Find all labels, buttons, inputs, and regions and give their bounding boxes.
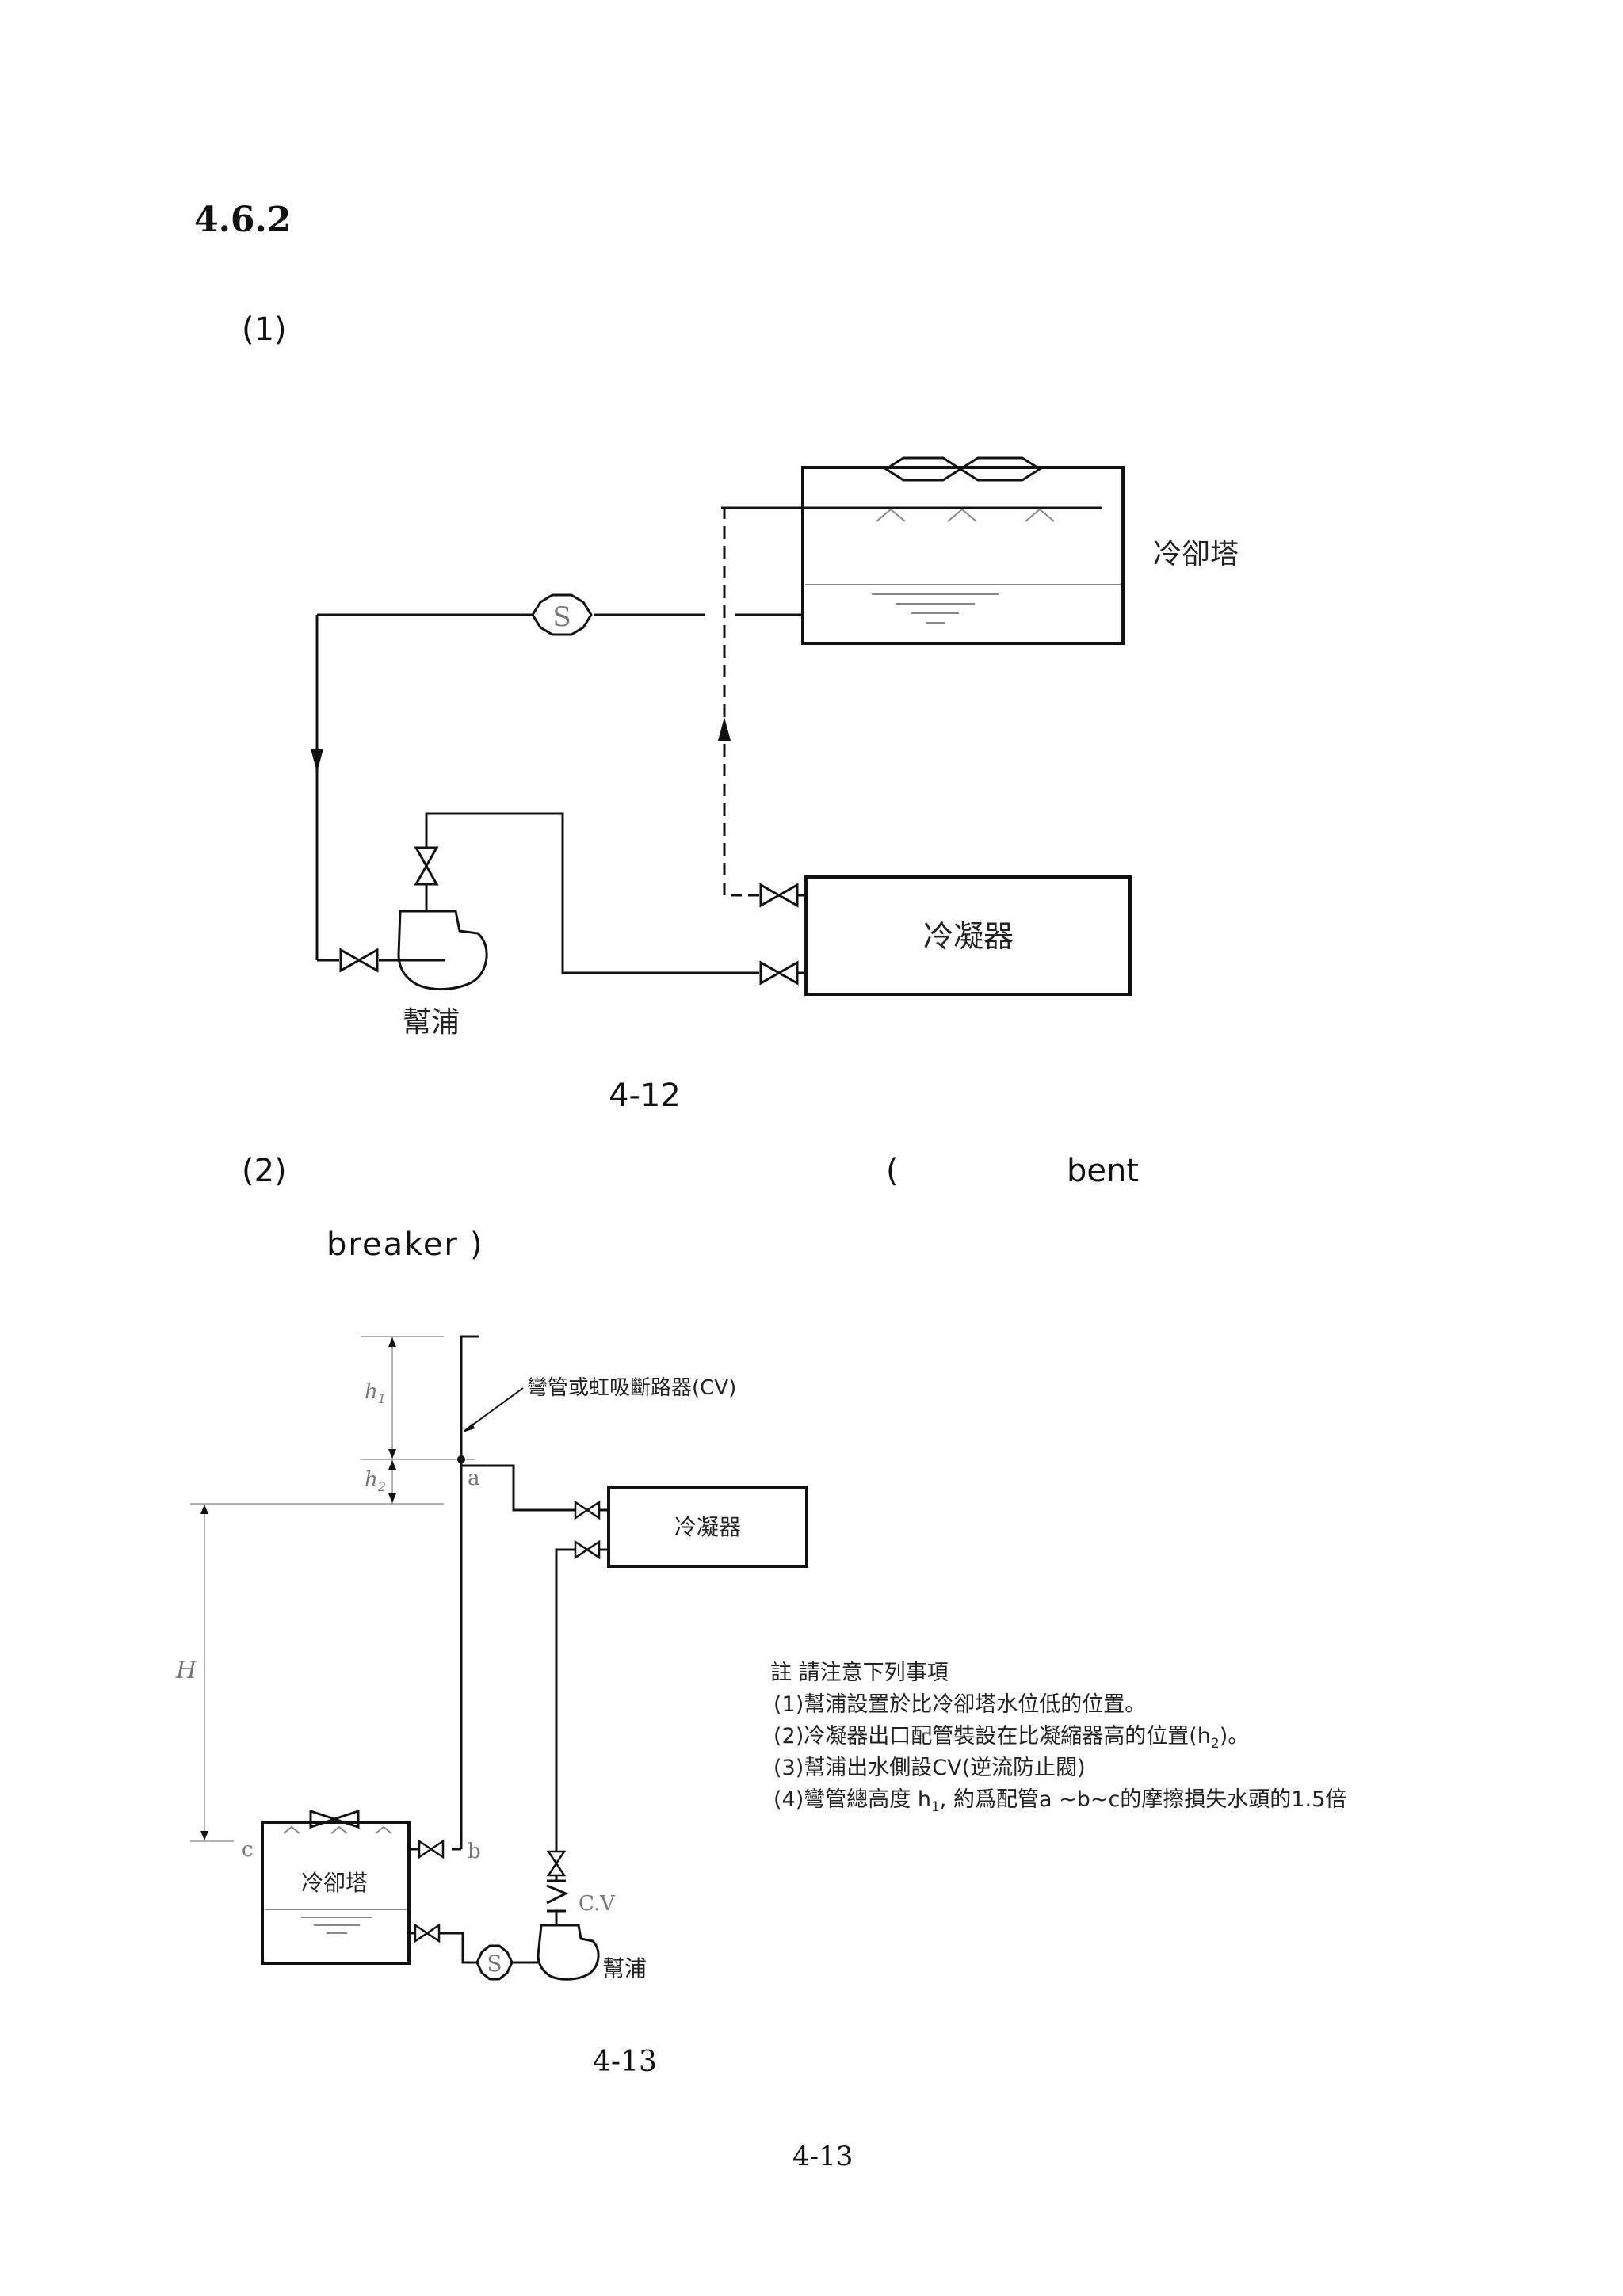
item-2-paren-close: )	[470, 1226, 483, 1263]
check-valve-label: C.V	[579, 1892, 616, 1916]
condenser-2-label: 冷凝器	[674, 1514, 741, 1540]
gate-valve-condenser-inlet-2	[574, 1501, 601, 1520]
cooling-tower-1	[721, 456, 1125, 645]
pump-1	[396, 910, 488, 991]
page-footer: 4-13	[792, 2141, 854, 2172]
note-line-3: (3)幫浦出水側設CV(逆流防止閥)	[773, 1756, 1086, 1780]
gate-valve-pump-outlet	[414, 846, 438, 886]
figure-2-caption: 4-13	[593, 2046, 657, 2078]
gate-valve-pump-inlet	[339, 948, 379, 972]
water-level-icon	[805, 584, 1121, 624]
spray-nozzle-icon	[876, 508, 1055, 522]
gate-valve-condenser-outlet	[759, 883, 799, 907]
notes-heading: 註 請注意下列事項	[770, 1661, 949, 1685]
item-2-term-bent: bent	[1067, 1153, 1140, 1189]
point-c-label: c	[242, 1838, 254, 1862]
cooling-tower-2-label: 冷卻塔	[301, 1870, 368, 1896]
section-number: 4.6.2	[194, 200, 292, 240]
flow-arrow-up	[718, 717, 731, 741]
figure-1-caption: 4-12	[609, 1077, 681, 1114]
strainer-1: S	[531, 593, 593, 636]
cooling-tower-1-label: 冷卻塔	[1153, 538, 1239, 570]
h1-label: h1	[365, 1380, 386, 1406]
h2-label: h2	[365, 1468, 386, 1494]
condenser-1-label: 冷凝器	[923, 919, 1014, 954]
item-2-term-breaker: breaker	[327, 1226, 459, 1263]
bend-annotation: 彎管或虹吸斷路器(CV)	[527, 1376, 736, 1400]
cooling-tower-2	[261, 1809, 411, 1965]
strainer-2: S	[475, 1944, 514, 1981]
fan-icon	[884, 456, 1042, 482]
note-line-2: (2)冷凝器出口配管裝設在比凝縮器高的位置(h2)。	[773, 1724, 1249, 1752]
strainer-2-label: S	[487, 1951, 502, 1977]
spray-nozzle-icon-2	[283, 1825, 392, 1834]
gate-valve-tower-outlet	[414, 1924, 441, 1943]
pump-2-label: 幫浦	[602, 1955, 647, 1981]
item-2-marker: (2)	[242, 1153, 287, 1189]
condenser-1	[804, 875, 1132, 996]
figure-2: h1 h2 H a 彎管或虹吸斷路器(CV) 冷凝器 C.V	[175, 1335, 1346, 1981]
item-1-marker: (1)	[242, 311, 287, 348]
item-2-paren-open: (	[886, 1153, 899, 1189]
figure-1: 冷卻塔 S 幫浦 冷凝器	[311, 456, 1239, 1039]
check-valve-icon	[546, 1879, 569, 1913]
dimension-lines	[190, 1336, 475, 1842]
note-line-4: (4)彎管總高度 h1, 約爲配管a ~b~c的摩擦損失水頭的1.5倍	[773, 1787, 1346, 1815]
fan-valve-icon	[309, 1809, 360, 1829]
pump-2	[537, 1924, 600, 1981]
gate-valve-tower-inlet	[418, 1840, 445, 1859]
gate-valve-condenser-inlet	[759, 961, 799, 985]
strainer-1-label: S	[552, 601, 571, 633]
gate-valve-condenser-2	[574, 1540, 601, 1559]
pump-1-label: 幫浦	[403, 1006, 460, 1039]
note-line-1: (1)幫浦設置於比冷卻塔水位低的位置。	[773, 1692, 1146, 1717]
notes: 註 請注意下列事項 (1)幫浦設置於比冷卻塔水位低的位置。 (2)冷凝器出口配管…	[770, 1661, 1346, 1815]
point-b-label: b	[468, 1840, 481, 1863]
flow-arrow-down	[311, 749, 323, 772]
point-a-label: a	[468, 1466, 480, 1490]
H-label: H	[175, 1657, 197, 1684]
annotation-leader	[464, 1387, 524, 1432]
water-level-icon-2	[265, 1909, 407, 1934]
bend-riser	[460, 1335, 479, 1849]
gate-valve-pump-outlet-2	[547, 1850, 566, 1877]
condenser-2	[607, 1486, 808, 1568]
